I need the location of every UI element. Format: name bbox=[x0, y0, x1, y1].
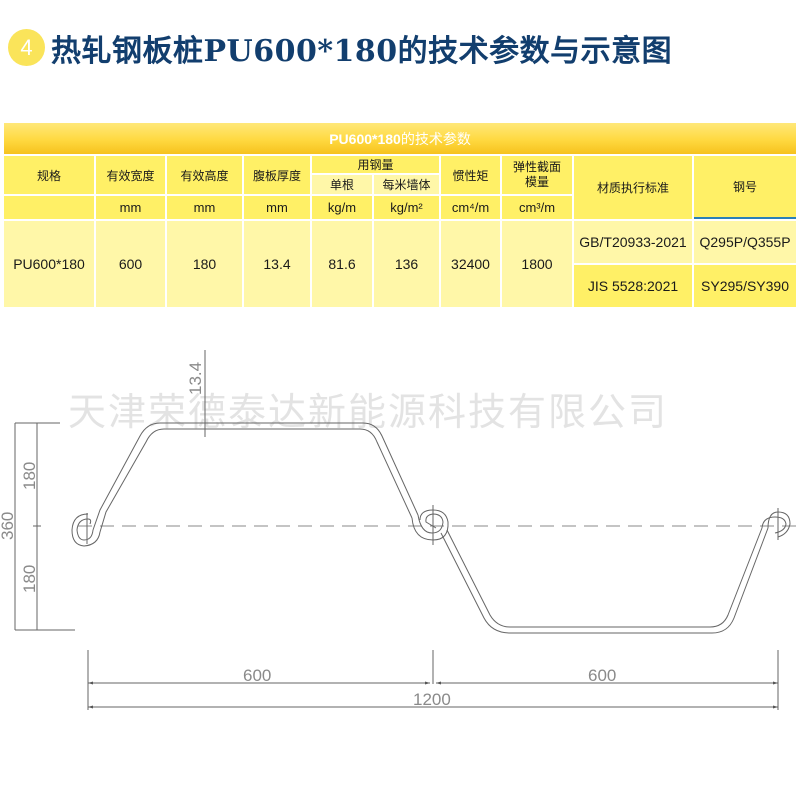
header-steel-grade: 钢号 bbox=[694, 156, 797, 219]
header-per-pile: 单根 bbox=[312, 175, 372, 194]
page-title: 热轧钢板桩PU600*180的技术参数与示意图 bbox=[51, 34, 673, 69]
cell-grade-gb: Q295P/Q355P bbox=[694, 221, 797, 263]
dim-right-width-label: 600 bbox=[588, 666, 616, 685]
banner-caption: 的技术参数 bbox=[400, 131, 471, 148]
unit-web-thickness: mm bbox=[244, 196, 310, 219]
cell-effective-width: 600 bbox=[96, 221, 165, 307]
section-number-badge: 4 bbox=[8, 29, 45, 66]
header-section-modulus: 弹性截面模量 bbox=[502, 156, 572, 194]
header-section-modulus-line1: 弹性截面 bbox=[512, 160, 561, 174]
cell-standard-gb: GB/T20933-2021 bbox=[574, 221, 692, 263]
company-watermark: 天津荣德泰达新能源科技有限公司 bbox=[68, 390, 669, 434]
header-row-2: 单根 每米墙体 bbox=[4, 175, 796, 194]
cell-moment-of-inertia: 32400 bbox=[441, 221, 500, 307]
dim-left-width-label: 600 bbox=[243, 666, 271, 685]
header-web-thickness: 腹板厚度 bbox=[244, 156, 310, 194]
dim-lower-height-label: 180 bbox=[20, 565, 39, 593]
cell-section-modulus: 1800 bbox=[502, 221, 572, 307]
sheet-pile-section-drawing: 13.4 360 180 180 600 600 1200 bbox=[0, 350, 800, 710]
cell-spec: PU600*180 bbox=[4, 221, 94, 307]
cell-standard-jis: JIS 5528:2021 bbox=[574, 265, 692, 307]
dim-upper-height-label: 180 bbox=[20, 462, 39, 490]
unit-effective-width: mm bbox=[96, 196, 165, 219]
table-banner: PU600*180的技术参数 bbox=[4, 123, 797, 154]
technical-parameters-table: PU600*180的技术参数 规格 有效宽度 有效高度 腹板厚度 用钢量 惯性矩… bbox=[2, 121, 798, 309]
header-section-modulus-line2: 模量 bbox=[524, 175, 549, 189]
dim-total-width-label: 1200 bbox=[413, 690, 451, 709]
data-row: PU600*180 600 180 13.4 81.6 136 32400 18… bbox=[4, 221, 797, 307]
page-header: 4 热轧钢板桩PU600*180的技术参数与示意图 bbox=[0, 22, 800, 74]
cell-web-thickness: 13.4 bbox=[244, 221, 310, 307]
data-row-2: JIS 5528:2021 SY295/SY390 bbox=[4, 265, 797, 307]
dim-total-height-label: 360 bbox=[0, 512, 17, 540]
header-spec: 规格 bbox=[4, 156, 94, 194]
cell-effective-height: 180 bbox=[167, 221, 242, 307]
header-per-meter-wall: 每米墙体 bbox=[374, 175, 439, 194]
unit-section-modulus: cm³/m bbox=[502, 196, 572, 219]
cell-grade-jis: SY295/SY390 bbox=[694, 265, 797, 307]
header-effective-width: 有效宽度 bbox=[96, 156, 165, 194]
header-moment-of-inertia: 惯性矩 bbox=[441, 156, 500, 194]
unit-moment-of-inertia: cm⁴/m bbox=[441, 196, 500, 219]
banner-model: PU600*180 bbox=[329, 130, 401, 147]
header-steel-usage: 用钢量 bbox=[312, 156, 439, 173]
unit-per-pile: kg/m bbox=[312, 196, 372, 219]
header-material-standard: 材质执行标准 bbox=[574, 156, 692, 219]
unit-per-meter-wall: kg/m² bbox=[374, 196, 439, 219]
dim-thickness-label: 13.4 bbox=[186, 362, 205, 395]
unit-effective-height: mm bbox=[167, 196, 242, 219]
cell-per-meter-wall: 136 bbox=[374, 221, 439, 307]
unit-spec-blank bbox=[4, 196, 94, 219]
header-row-1: 规格 有效宽度 有效高度 腹板厚度 用钢量 惯性矩 弹性截面模量 材质执行标准 … bbox=[4, 156, 797, 219]
table-banner-row: PU600*180的技术参数 bbox=[4, 123, 797, 154]
header-effective-height: 有效高度 bbox=[167, 156, 242, 194]
cell-per-pile: 81.6 bbox=[312, 221, 372, 307]
units-row: mm mm mm kg/m kg/m² cm⁴/m cm³/m bbox=[4, 196, 796, 219]
